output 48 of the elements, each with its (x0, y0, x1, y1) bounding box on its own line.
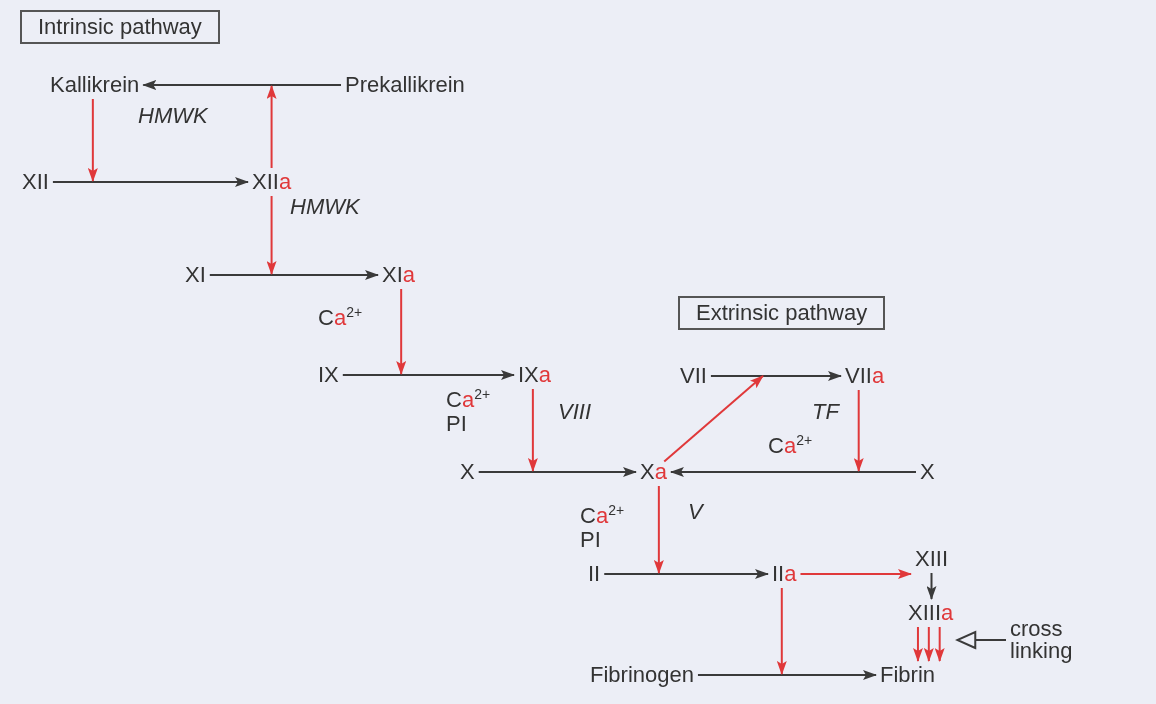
factor-label: Fibrin (880, 662, 935, 688)
cofactor-label: Ca$^{2+}$ PI (446, 388, 492, 436)
factor-label: XIII (915, 546, 948, 572)
factor-label: II (588, 561, 601, 587)
arrow (653, 485, 664, 574)
arrow (87, 98, 98, 182)
factor-label: Xa (640, 459, 667, 485)
arrow (799, 569, 912, 579)
pathway-title-box: Intrinsic pathway (20, 10, 220, 44)
factor-label: IX (318, 362, 339, 388)
arrow (934, 626, 945, 662)
factor-label: Prekallikrein (345, 72, 465, 98)
factor-label: IXa (518, 362, 552, 388)
arrow (527, 388, 538, 472)
arrow (477, 467, 637, 477)
factor-label: X (920, 459, 935, 485)
arrow (266, 195, 277, 275)
arrow (341, 370, 515, 380)
annotation-text: cross linking (1010, 618, 1110, 662)
arrow (603, 569, 769, 579)
factor-label: Kallikrein (50, 72, 140, 98)
factor-label: XII (22, 169, 49, 195)
arrow (669, 467, 917, 477)
factor-label: XIIIa (908, 600, 954, 626)
factor-label: VII (680, 363, 707, 389)
factor-label: VIIa (845, 363, 885, 389)
arrow (853, 389, 864, 472)
cofactor-label: Ca$^{2+}$ PI (580, 504, 626, 552)
arrow (776, 587, 787, 675)
factor-label: IIa (772, 561, 797, 587)
factor-label: Fibrinogen (590, 662, 694, 688)
arrow (142, 80, 342, 90)
arrow (696, 670, 877, 680)
factor-label: XI (185, 262, 206, 288)
arrow (663, 375, 764, 463)
arrow (926, 572, 937, 600)
arrow (51, 177, 249, 187)
arrow (709, 371, 842, 381)
arrow (396, 288, 407, 375)
arrow (208, 270, 379, 280)
arrow (266, 85, 277, 169)
arrow (956, 631, 1007, 649)
arrow (923, 626, 934, 662)
factor-label: XIa (382, 262, 416, 288)
arrow (912, 626, 923, 662)
factor-label: X (460, 459, 475, 485)
factor-label: XIIa (252, 169, 292, 195)
pathway-title-box: Extrinsic pathway (678, 296, 886, 330)
